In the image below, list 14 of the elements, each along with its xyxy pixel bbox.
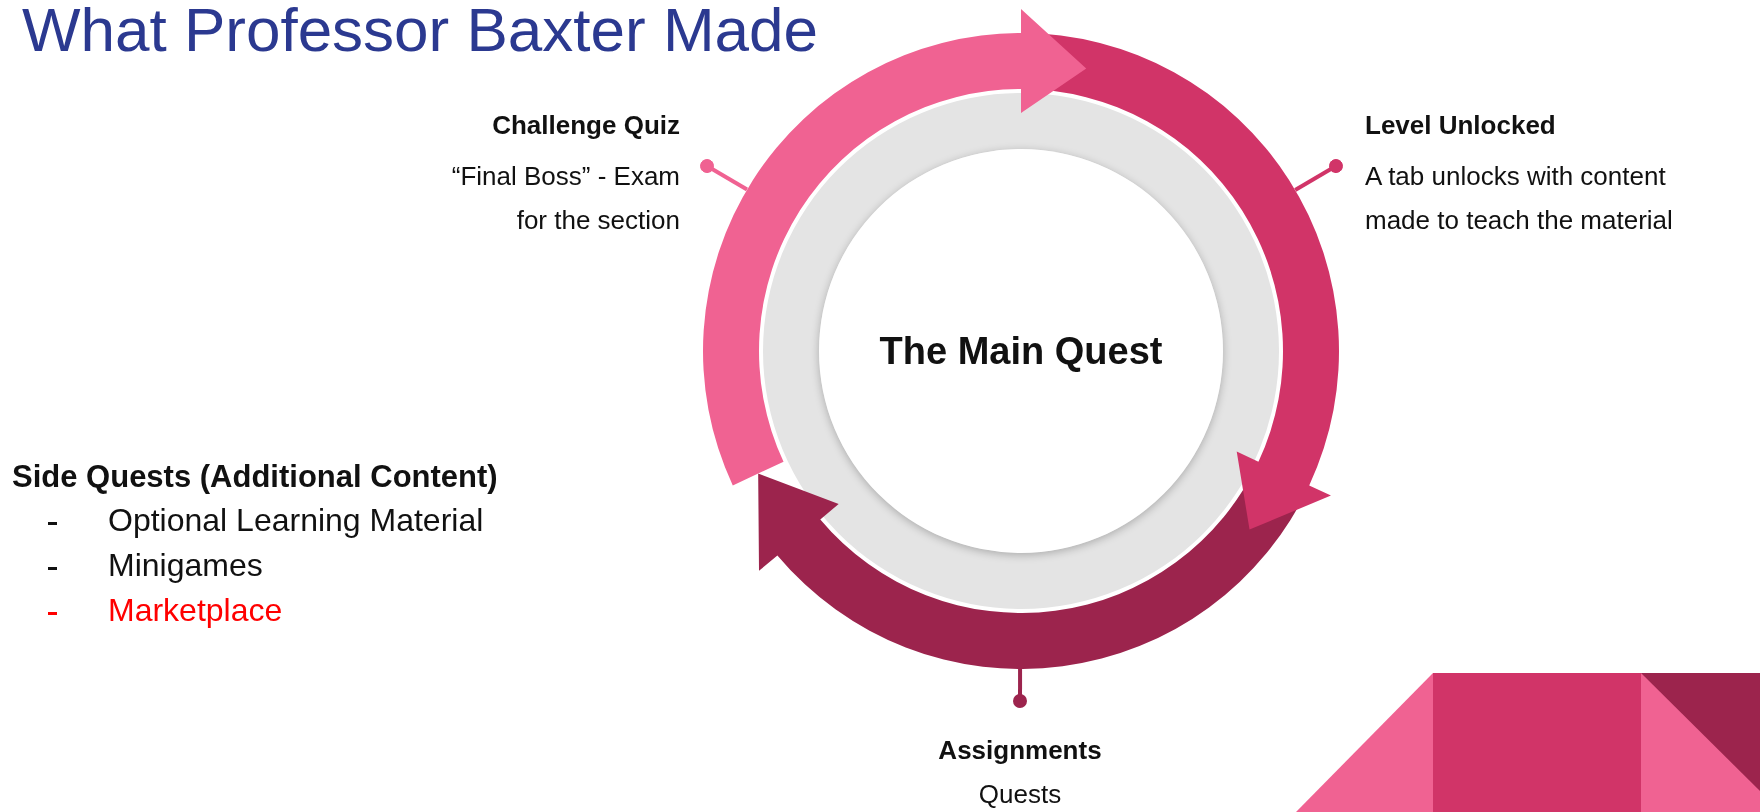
leader-line (700, 159, 749, 192)
section-heading: Side Quests (Additional Content) (12, 458, 498, 496)
callout-title: Level Unlocked (1365, 110, 1556, 140)
callout-text: “Final Boss” - Exam for the section (451, 161, 680, 235)
callout-title: Assignments (938, 735, 1102, 765)
list-item: Marketplace (108, 591, 283, 630)
callout-text: Quests (978, 779, 1062, 809)
callout-title: Challenge Quiz (492, 110, 680, 140)
list-item: Optional Learning Material (108, 501, 484, 540)
leader-line (1013, 669, 1027, 708)
list-item: Minigames (108, 546, 263, 585)
callout-text: A tab unlocks with content made to teach the material (1365, 161, 1673, 235)
title: What Professor Baxter Made (22, 0, 818, 66)
leader-line (1294, 159, 1343, 192)
